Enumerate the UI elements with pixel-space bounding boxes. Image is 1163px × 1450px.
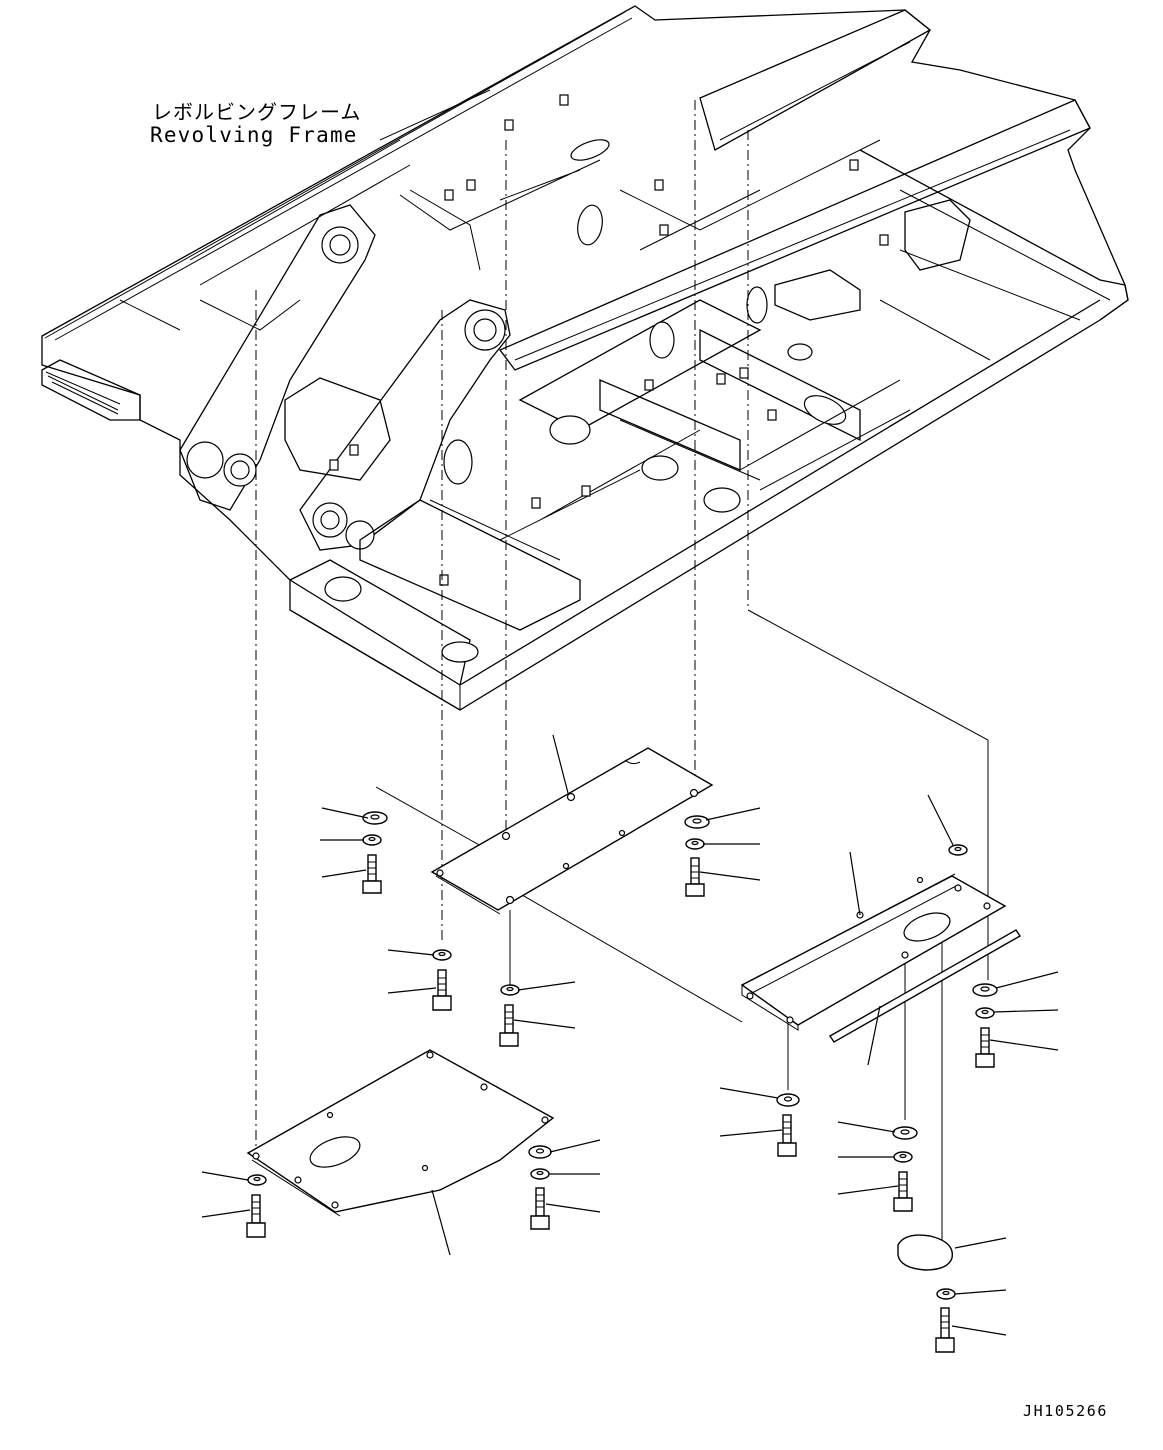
fastener-group-4 (499, 984, 520, 1047)
cover-plate-center (430, 747, 714, 915)
fastener-group-3 (432, 949, 452, 1011)
frame-label-english: Revolving Frame (150, 123, 358, 147)
drawing-reference-code: JH105266 (1023, 1402, 1109, 1420)
fastener-group-10 (528, 1145, 552, 1230)
seal-strip (829, 929, 1021, 1043)
fastener-group-6 (972, 983, 998, 1068)
inspection-cover (897, 1234, 954, 1271)
fastener-group-1 (362, 811, 388, 894)
cover-plate-lower-left (246, 1049, 555, 1217)
fastener-group-5 (948, 844, 968, 856)
fastener-group-2 (684, 815, 710, 897)
fastener-group-7 (776, 1093, 800, 1157)
cover-plate-right (740, 873, 1007, 1031)
revolving-frame (41, 5, 1129, 711)
fastener-group-8 (892, 1126, 918, 1212)
callout-leaders (201, 734, 1059, 1336)
frame-label-japanese: レボルビングフレーム (152, 100, 362, 124)
alignment-lines (255, 100, 989, 1245)
frame-bolt-markers (329, 94, 889, 586)
fastener-group-9 (246, 1174, 267, 1238)
fastener-group-11 (935, 1288, 956, 1353)
